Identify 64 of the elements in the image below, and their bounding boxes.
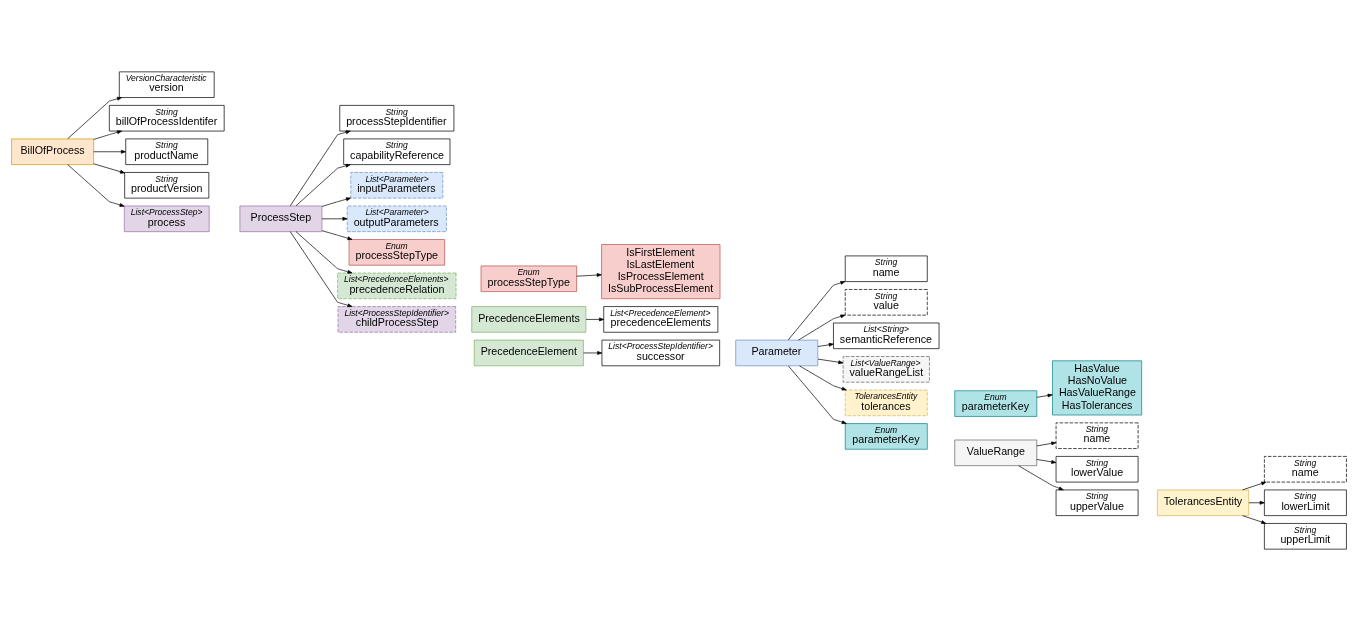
node-box: String productName [125, 138, 209, 165]
node-box: String processStepIdentifier [339, 105, 455, 132]
arrow [289, 130, 351, 207]
node-box: String name [1264, 456, 1347, 483]
node-box: VersionCharacteristic version [118, 71, 215, 98]
node-box: Enum processStepType [480, 265, 577, 292]
node-box: List<PrecedenceElement> precedenceElements [603, 306, 719, 333]
arrow [788, 365, 847, 424]
arrow [67, 164, 125, 207]
node-box: String upperValue [1055, 489, 1139, 516]
arrow [1036, 393, 1053, 398]
node-box: Enum parameterKey [954, 390, 1038, 417]
node-box: Enum parameterKey [844, 423, 928, 450]
arrow [1018, 465, 1064, 491]
arrow [1248, 500, 1265, 505]
node-box: List<Parameter> inputParameters [350, 172, 444, 199]
node-box: String lowerLimit [1264, 489, 1347, 516]
arrow [817, 358, 844, 365]
node-box: List<ProcessStep> process [123, 205, 210, 232]
arrow [585, 317, 605, 322]
arrow [321, 230, 353, 241]
arrow [799, 365, 847, 391]
arrow [295, 231, 353, 274]
node-box: TolerancesEntity [1157, 489, 1250, 516]
arrow [321, 216, 348, 221]
node-box: Enum processStepType [348, 239, 445, 266]
arrow [93, 130, 122, 140]
node-box: List<ValueRange> valueRangeList [842, 356, 930, 383]
node-box: String upperLimit [1264, 523, 1347, 550]
arrow [321, 197, 351, 207]
node-box: IsFirstElement IsLastElement IsProcessElement IsSubProcessElement [601, 244, 721, 300]
arrow [576, 273, 602, 277]
node-box: PrecedenceElements [471, 306, 587, 333]
node-box: String value [844, 289, 928, 316]
arrow [93, 163, 125, 174]
node-box: String capabilityReference [343, 138, 451, 165]
node-box: PrecedenceElement [473, 339, 584, 367]
node-box: String name [844, 255, 928, 282]
arrow [1242, 481, 1267, 491]
node-box: TolerancesEntity tolerances [844, 389, 928, 417]
arrow [67, 96, 122, 140]
arrow [289, 231, 353, 308]
arrow [817, 342, 834, 347]
node-box: String billOfProcessIdentifer [108, 105, 225, 132]
arrow [1242, 515, 1267, 524]
arrow [295, 163, 351, 207]
node-box: String productVersion [124, 172, 210, 199]
arrow [787, 281, 846, 341]
node-box: BillOfProcess [11, 138, 94, 165]
node-box: ValueRange [954, 439, 1038, 467]
node-box: HasValue HasNoValue HasValueRange HasTolerances [1052, 360, 1143, 416]
node-box: List<ProcessStepIdentifier> successor [601, 339, 721, 367]
node-box: List<String> semanticReference [833, 322, 940, 350]
arrow [1036, 459, 1057, 464]
node-box: List<ProcessStepIdentifier> childProcessStep [337, 306, 457, 333]
arrow [798, 314, 846, 341]
node-box: ProcessStep [239, 205, 323, 232]
arrow [583, 351, 603, 355]
node-box: String lowerValue [1055, 456, 1139, 483]
node-box: List<Parameter> outputParameters [346, 205, 447, 232]
arrow [1036, 441, 1057, 447]
node-box: String name [1055, 422, 1139, 449]
node-box: Parameter [735, 339, 819, 367]
arrow [93, 149, 126, 154]
